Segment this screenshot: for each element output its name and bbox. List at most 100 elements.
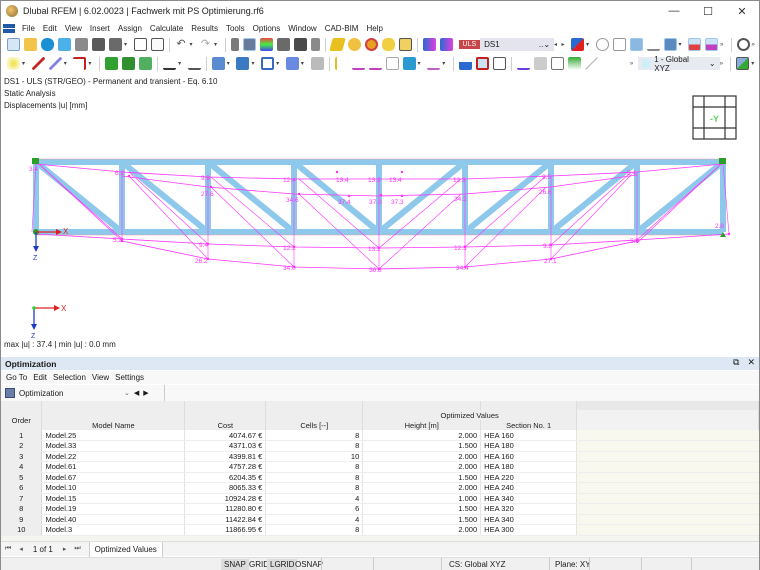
result-surfaces-dropdown[interactable]: ▾ xyxy=(678,42,682,48)
member-load-icon[interactable] xyxy=(236,57,250,70)
member-dropdown[interactable]: ▾ xyxy=(63,61,67,67)
section-icon[interactable] xyxy=(351,57,365,70)
cell-cost[interactable]: 4399.81 € xyxy=(184,451,267,462)
line-support-icon[interactable] xyxy=(122,57,136,70)
cell-cells[interactable]: 8 xyxy=(265,440,364,452)
cell-model-name[interactable]: Model.22 xyxy=(41,451,186,462)
column-header-section[interactable]: Section No. 1 xyxy=(480,420,578,430)
cell-cells[interactable]: 8 xyxy=(265,461,364,473)
support-reactions-icon[interactable] xyxy=(646,38,660,51)
menu-help[interactable]: Help xyxy=(366,23,383,33)
clipping-icon[interactable] xyxy=(385,57,399,70)
nodal-load-icon[interactable] xyxy=(211,57,225,70)
tab-optimized-values[interactable]: Optimized Values xyxy=(88,541,163,557)
cell-cells[interactable]: 4 xyxy=(265,493,364,504)
last-page-icon[interactable]: ⏭ xyxy=(74,545,81,552)
redo-icon[interactable]: ↷ xyxy=(200,38,211,50)
hinge-icon[interactable] xyxy=(163,57,177,70)
column-header-cost[interactable]: Cost xyxy=(184,420,267,430)
cell-cost[interactable]: 4074.67 € xyxy=(184,430,267,441)
nodal-support-icon[interactable] xyxy=(105,57,119,70)
cell-cost[interactable]: 11280.80 € xyxy=(184,503,267,515)
cell-model-name[interactable]: Model.61 xyxy=(41,461,186,473)
cell-model-name[interactable]: Model.10 xyxy=(41,482,186,494)
first-page-icon[interactable]: ⏮ xyxy=(5,545,12,552)
report-icon[interactable] xyxy=(133,38,147,51)
previous-icon[interactable]: ◀ xyxy=(133,390,140,397)
animation-icon[interactable] xyxy=(492,57,506,70)
menu-results[interactable]: Results xyxy=(191,23,218,33)
surface-load-dropdown[interactable]: ▾ xyxy=(276,61,280,67)
overflow3-icon[interactable]: » xyxy=(629,60,634,67)
result-section-dropdown[interactable]: ▾ xyxy=(442,61,446,67)
menu-cad-bim[interactable]: CAD-BIM xyxy=(324,23,359,33)
frame-icon[interactable] xyxy=(475,57,489,70)
deformation-icon[interactable] xyxy=(629,38,643,51)
cell-height[interactable]: 1.500 xyxy=(362,503,482,515)
cell-cells[interactable]: 4 xyxy=(265,514,364,525)
surface-view-icon[interactable] xyxy=(533,57,547,70)
new-node-icon[interactable] xyxy=(7,57,20,70)
cell-section[interactable]: HEA 340 xyxy=(480,514,578,525)
menu-window[interactable]: Window xyxy=(288,23,317,33)
member-load-dropdown[interactable]: ▾ xyxy=(251,61,255,67)
cell-height[interactable]: 2.000 xyxy=(362,430,482,441)
surface-load-icon[interactable] xyxy=(261,57,275,70)
cell-cost[interactable]: 4757.28 € xyxy=(184,461,267,473)
overflow4-icon[interactable]: » xyxy=(719,60,723,67)
section2-icon[interactable] xyxy=(368,57,382,70)
cell-section[interactable]: HEA 160 xyxy=(480,430,578,441)
result-surfaces-icon[interactable] xyxy=(663,38,677,51)
panel-menu-goto[interactable]: Go To xyxy=(6,373,28,382)
column-header-cells[interactable]: Cells [--] xyxy=(265,420,364,430)
cell-cost[interactable]: 10924.28 € xyxy=(184,493,267,504)
result-section-icon[interactable] xyxy=(427,57,441,70)
cell-section[interactable]: HEA 340 xyxy=(480,493,578,504)
menu-file[interactable]: File xyxy=(22,23,35,33)
new-member-icon[interactable] xyxy=(48,57,62,70)
maximize-button[interactable]: ☐ xyxy=(703,5,713,18)
redo-dropdown[interactable]: ▾ xyxy=(214,42,218,48)
cell-section[interactable]: HEA 180 xyxy=(480,440,578,452)
solid-icon[interactable] xyxy=(310,57,324,70)
lgrid-toggle[interactable]: LGRID xyxy=(267,559,298,570)
webservice-icon[interactable] xyxy=(58,38,71,51)
cell-height[interactable]: 2.000 xyxy=(362,451,482,462)
cell-cells[interactable]: 8 xyxy=(265,472,364,483)
menu-options[interactable]: Options xyxy=(252,23,281,33)
result-values-icon[interactable] xyxy=(612,38,626,51)
close-button[interactable]: ✕ xyxy=(737,5,747,18)
undo-icon[interactable]: ↶ xyxy=(176,38,186,50)
panel-icon[interactable] xyxy=(259,38,273,51)
filter-icon[interactable] xyxy=(458,57,472,70)
cell-model-name[interactable]: Model.40 xyxy=(41,514,186,525)
cell-cost[interactable]: 6204.35 € xyxy=(184,472,267,483)
cell-height[interactable]: 1.500 xyxy=(362,514,482,525)
cell-cost[interactable]: 4371.03 € xyxy=(184,440,267,452)
panel-menu-edit[interactable]: Edit xyxy=(33,373,47,382)
navigator-icon[interactable] xyxy=(230,38,239,51)
cell-cost[interactable]: 8065.33 € xyxy=(184,482,267,494)
cloud-icon[interactable] xyxy=(41,38,54,51)
next-icon[interactable]: ▸ xyxy=(561,42,565,48)
free-load-icon[interactable] xyxy=(285,57,299,70)
diagram-icon[interactable] xyxy=(688,38,702,51)
cell-height[interactable]: 2.000 xyxy=(362,524,482,536)
snap-toggle[interactable]: SNAP xyxy=(221,559,249,570)
overflow-icon[interactable]: » xyxy=(720,41,724,48)
cell-model-name[interactable]: Model.3 xyxy=(41,524,186,536)
save-icon[interactable] xyxy=(92,38,105,51)
new-model-icon[interactable] xyxy=(7,38,20,51)
free-load-dropdown[interactable]: ▾ xyxy=(300,61,304,67)
cell-model-name[interactable]: Model.25 xyxy=(41,430,186,441)
cell-cells[interactable]: 6 xyxy=(265,503,364,515)
next-page-icon[interactable]: ▸ xyxy=(62,546,67,553)
script-icon[interactable] xyxy=(293,38,307,51)
next-icon[interactable]: ▶ xyxy=(143,390,149,397)
